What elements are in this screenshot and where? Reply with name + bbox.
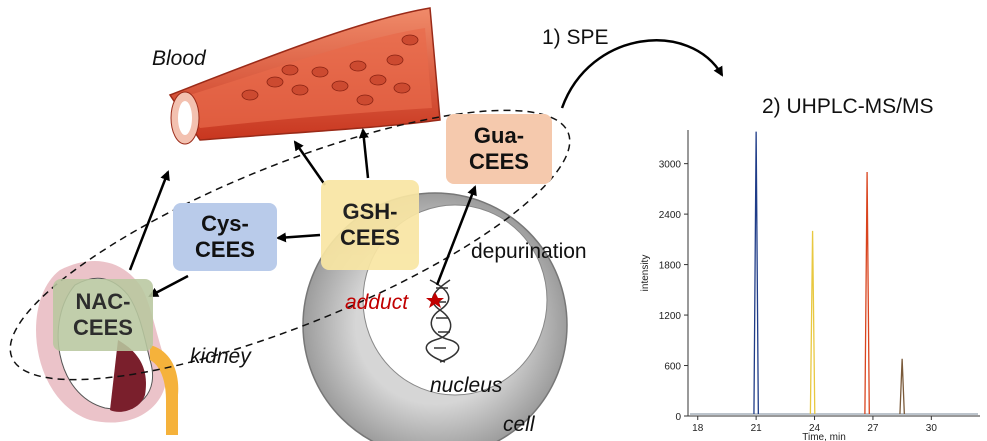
depurination-label: depurination (471, 240, 587, 263)
y-tick-label: 3000 (659, 160, 682, 171)
peak-series-3 (864, 172, 870, 415)
nucleus-label: nucleus (430, 374, 503, 397)
cell-label: cell (503, 413, 535, 436)
adduct-label: adduct (345, 291, 409, 314)
blood-vessel-illustration (168, 7, 441, 145)
step-uhplc-label: 2) UHPLC-MS/MS (762, 95, 934, 118)
peak-series-2 (809, 230, 816, 415)
nac-cees-box: NAC- CEES (53, 279, 153, 351)
x-tick-label: 30 (926, 423, 938, 434)
y-axis-title: intensity (640, 255, 651, 292)
dashed-pathway-ellipse (9, 109, 571, 381)
y-tick-label: 0 (675, 412, 681, 423)
blood-label: Blood (152, 47, 206, 70)
cys-cees-box: Cys- CEES (173, 203, 277, 271)
x-tick-label: 24 (809, 423, 821, 434)
x-tick-label: 18 (692, 423, 704, 434)
step-spe-label: 1) SPE (542, 26, 609, 49)
x-tick-label: 27 (867, 423, 879, 434)
adduct-star-icon (426, 292, 444, 308)
y-tick-label: 600 (664, 362, 681, 373)
arrow-gsh-to-cys (276, 232, 321, 243)
y-tick-label: 1200 (659, 311, 682, 322)
y-tick-label: 1800 (659, 261, 682, 272)
arrow-gsh-to-blood-2 (358, 128, 370, 179)
arrow-spe-curve (560, 39, 724, 109)
arrow-cys-to-nac (148, 274, 189, 298)
arrow-gsh-to-blood-1 (293, 140, 327, 186)
arrow-adduct-to-gua (435, 185, 477, 286)
x-axis-title: Time, min (802, 432, 846, 441)
pathway-arrows (128, 39, 724, 298)
kidney-label: kidney (190, 345, 251, 368)
gua-cees-box: Gua- CEES (446, 114, 552, 184)
peak-series-4 (899, 358, 905, 415)
gsh-cees-box: GSH- CEES (321, 180, 419, 270)
y-tick-label: 2400 (659, 210, 682, 221)
peak-series-1 (753, 131, 759, 415)
x-tick-label: 21 (751, 423, 763, 434)
arrow-nac-to-blood (128, 170, 170, 271)
